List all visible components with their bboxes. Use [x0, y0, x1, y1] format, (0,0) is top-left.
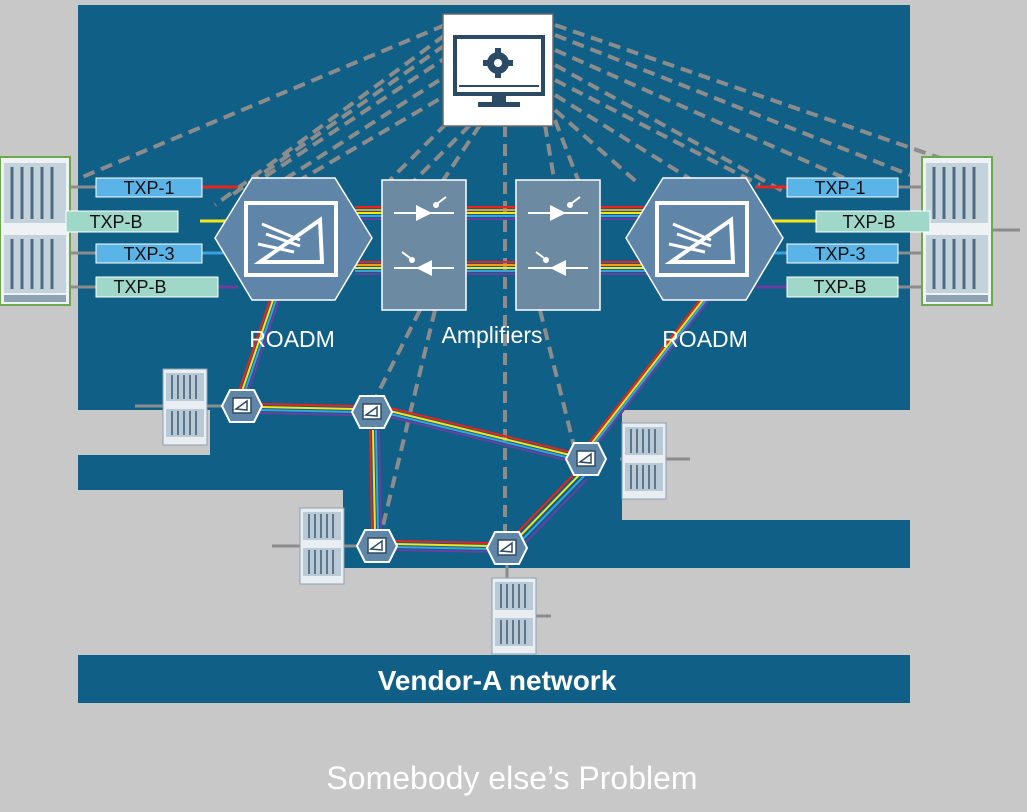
amplifiers-label: Amplifiers: [442, 322, 543, 348]
fiber-mesh-3: [369, 429, 382, 533]
roadm-left[interactable]: [214, 177, 373, 301]
roadm-node-icon[interactable]: [356, 529, 398, 563]
left-client-fibers: [60, 185, 238, 289]
equipment-rack-icon: [491, 577, 537, 655]
monitor-gear-icon: [453, 35, 545, 107]
roadm-right[interactable]: [625, 177, 784, 301]
fiber-mesh-4: [394, 540, 491, 553]
txp-right-2[interactable]: TXP-B: [815, 210, 931, 233]
amplifier-left[interactable]: [381, 179, 467, 311]
management-station[interactable]: [442, 13, 554, 127]
txp-right-4[interactable]: TXP-B: [786, 276, 899, 298]
remote-chassis-group: [135, 368, 690, 655]
txp-left-group: TXP-1 TXP-B TXP-3 TXP-B: [65, 177, 219, 298]
roadm-node-icon[interactable]: [565, 442, 607, 476]
txp-right-group: TXP-1 TXP-B TXP-3 TXP-B: [786, 177, 931, 298]
txp-right-1-label: TXP-1: [814, 178, 865, 198]
txp-left-2[interactable]: TXP-B: [65, 210, 179, 233]
equipment-rack-icon: [920, 155, 994, 307]
management-links: [79, 23, 941, 540]
wavelength-switch-icon: [244, 201, 338, 277]
fiber-roadm-right-down: [581, 299, 710, 453]
equipment-rack-icon: [0, 155, 72, 307]
txp-right-4-label: TXP-B: [813, 277, 866, 297]
equipment-rack-icon: [299, 507, 345, 585]
txp-left-1-label: TXP-1: [123, 178, 174, 198]
txp-right-2-label: TXP-B: [842, 212, 895, 232]
wavelength-switch-icon: [655, 201, 749, 277]
txp-left-4-label: TXP-B: [113, 277, 166, 297]
txp-right-3-label: TXP-3: [814, 244, 865, 264]
txp-left-2-label: TXP-B: [89, 212, 142, 232]
fiber-roadm-left-down: [235, 299, 280, 401]
equipment-rack-icon: [162, 368, 208, 446]
fiber-mesh-1: [259, 403, 356, 416]
fiber-mesh-5: [514, 469, 588, 545]
network-name-label: Vendor-A network: [378, 665, 617, 696]
txp-right-3[interactable]: TXP-3: [786, 243, 899, 264]
equipment-rack-icon: [621, 422, 667, 500]
txp-left-1[interactable]: TXP-1: [95, 177, 203, 198]
caption-text: Somebody else’s Problem: [326, 760, 697, 796]
amplifier-right[interactable]: [515, 179, 601, 311]
txp-left-3-label: TXP-3: [123, 244, 174, 264]
fiber-mesh-2: [389, 407, 571, 462]
roadm-left-label: ROADM: [249, 326, 335, 352]
txp-left-4[interactable]: TXP-B: [95, 276, 219, 298]
roadm-node-icon[interactable]: [221, 389, 263, 423]
roadm-node-icon[interactable]: [351, 395, 393, 429]
roadm-node-icon[interactable]: [486, 531, 528, 565]
roadm-right-label: ROADM: [662, 326, 748, 352]
txp-right-1[interactable]: TXP-1: [786, 177, 899, 198]
txp-left-3[interactable]: TXP-3: [95, 243, 203, 264]
